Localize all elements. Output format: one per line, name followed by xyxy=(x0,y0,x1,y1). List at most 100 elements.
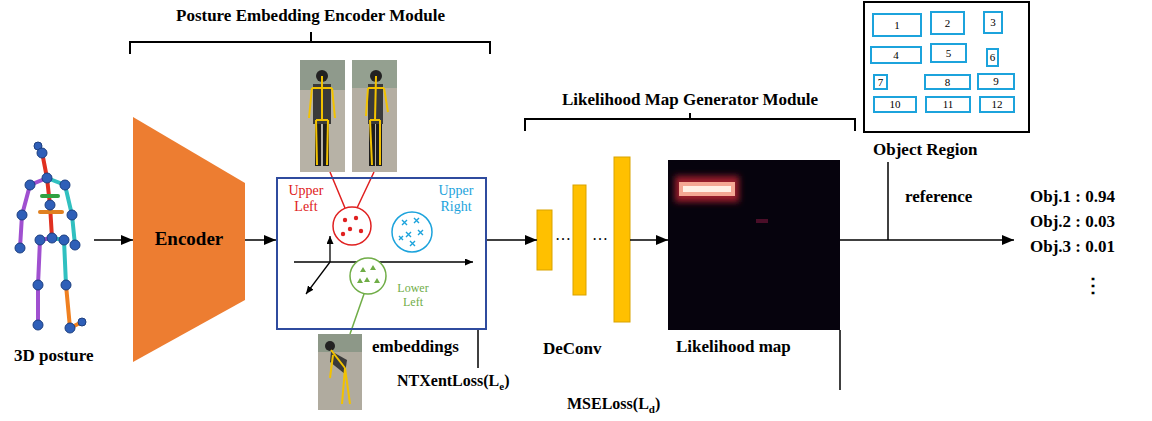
cluster-dot xyxy=(348,227,352,231)
joint xyxy=(33,280,43,290)
node-text: 6 xyxy=(990,51,996,63)
label-text: … xyxy=(555,226,571,244)
node-text: 8 xyxy=(945,76,951,88)
cluster-dot xyxy=(343,218,347,222)
skeleton-figure xyxy=(20,146,82,328)
pose-lines xyxy=(366,76,388,165)
loss-text: MSELoss(L xyxy=(567,395,649,412)
cluster-cross xyxy=(399,218,423,246)
object-box: 11 xyxy=(925,96,971,113)
joint xyxy=(65,323,75,333)
cluster-cyan xyxy=(392,212,432,252)
leader-line xyxy=(350,294,364,334)
photo-ground xyxy=(318,334,362,352)
heat-glow xyxy=(675,176,739,202)
loss-leader xyxy=(477,330,479,368)
node-text: Upper Left xyxy=(279,183,333,215)
person xyxy=(325,341,335,351)
node-text: Likelihood map xyxy=(676,337,791,357)
likelihood-map: Likelihood map xyxy=(668,160,840,330)
label-text: reference xyxy=(905,187,972,207)
cluster-circle xyxy=(392,212,432,252)
object-box: 10 xyxy=(873,96,917,113)
joint xyxy=(35,235,45,245)
label-text: Obj.3 : 0.01 xyxy=(1030,237,1115,257)
cluster-circle xyxy=(350,258,386,294)
object-box: 5 xyxy=(930,43,967,63)
label-text: Posture Embedding Encoder Module xyxy=(176,6,445,26)
label-text: Likelihood Map Generator Module xyxy=(562,90,818,110)
flow-arrow xyxy=(630,239,668,241)
skeleton-joints xyxy=(15,142,86,333)
joint xyxy=(37,148,47,158)
object-box: 2 xyxy=(930,11,965,35)
node-text: Upper Right xyxy=(428,183,484,215)
photo-ground xyxy=(352,60,397,172)
node-text: 4 xyxy=(893,49,899,61)
joint xyxy=(15,243,25,253)
pose-lines xyxy=(330,350,350,404)
loss-text: NTXentLoss(L xyxy=(397,372,499,389)
node-text: DeConv xyxy=(543,339,602,359)
node-text: 9 xyxy=(993,75,999,87)
joint xyxy=(17,210,27,220)
photo-ground xyxy=(300,60,345,172)
pose-photo xyxy=(352,60,397,172)
joint xyxy=(45,200,55,210)
deconv-stack: DeConv xyxy=(537,157,630,322)
loss-text: ) xyxy=(504,372,509,389)
node-text: 7 xyxy=(878,76,884,88)
joint xyxy=(70,240,80,250)
cluster-dot xyxy=(359,229,363,233)
module-bracket xyxy=(525,113,855,131)
joint xyxy=(78,318,86,326)
object-box: 9 xyxy=(977,73,1015,90)
posture-input: 3D posture xyxy=(14,140,94,340)
reference-line xyxy=(887,162,889,240)
joint xyxy=(42,173,52,183)
flow-arrow xyxy=(245,239,276,241)
axis xyxy=(294,261,473,262)
flow-arrow xyxy=(94,239,133,241)
object-box: 12 xyxy=(979,96,1015,113)
axis xyxy=(306,262,330,294)
node-text: Lower Left xyxy=(390,282,436,310)
joint xyxy=(61,280,71,290)
flow-arrow xyxy=(487,239,537,241)
heat-spot xyxy=(756,219,768,223)
bone xyxy=(42,194,58,198)
label-text: Obj.2 : 0.03 xyxy=(1030,212,1115,232)
label-text: ⋮ xyxy=(1083,274,1103,297)
loss-label: NTXentLoss(Le) xyxy=(397,372,509,393)
deconv-layer xyxy=(573,185,586,295)
cluster-dot xyxy=(341,232,345,236)
deconv-layer xyxy=(537,210,552,270)
output-arrow xyxy=(840,239,1014,241)
joint xyxy=(59,235,69,245)
node-text: 3D posture xyxy=(14,346,94,366)
subscript: d xyxy=(649,403,655,415)
cluster-circle xyxy=(333,207,371,245)
bone xyxy=(40,210,62,214)
loss-label: MSELoss(Ld) xyxy=(567,395,660,416)
heat-spot xyxy=(679,182,735,196)
axis xyxy=(329,236,330,262)
label-text: … xyxy=(592,226,608,244)
object-box: 6 xyxy=(986,48,999,67)
embedding-space: Upper LeftUpper RightLower Leftembedding… xyxy=(276,177,487,330)
module-bracket xyxy=(130,32,490,54)
object-box: 4 xyxy=(870,46,922,64)
node-text: Object Region xyxy=(873,140,977,160)
pose-photo xyxy=(318,334,362,410)
object-box: 3 xyxy=(983,11,1003,34)
node-text: 12 xyxy=(992,98,1003,110)
deconv-layer xyxy=(614,157,630,322)
object-box: 8 xyxy=(924,74,971,90)
node-text: 5 xyxy=(946,47,952,59)
photo-ground xyxy=(318,334,362,410)
encoder-trapezoid: Encoder xyxy=(133,117,245,362)
cluster-red xyxy=(333,207,371,245)
loss-leader xyxy=(839,330,841,390)
heat-spot xyxy=(683,186,731,192)
joint xyxy=(47,233,57,243)
